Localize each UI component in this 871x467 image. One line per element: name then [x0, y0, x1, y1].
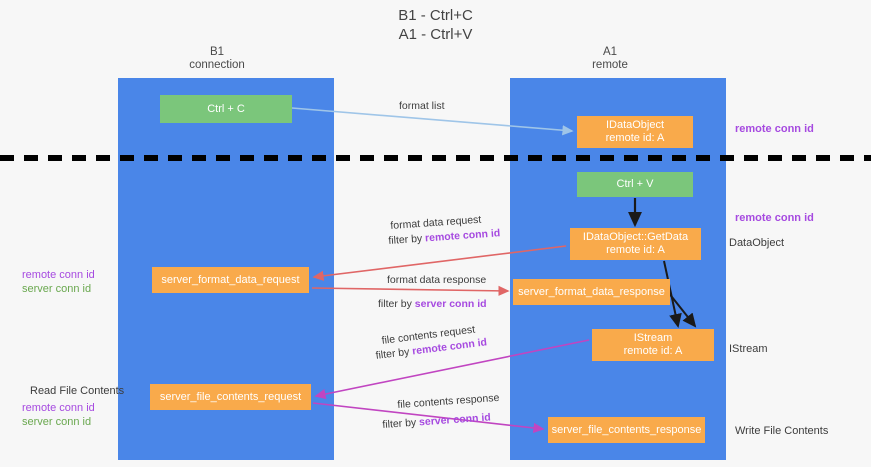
edge-label-file-contents-response: file contents response: [397, 392, 500, 412]
node-server-format-data-request-label: server_format_data_request: [161, 273, 300, 286]
node-ctrl-v[interactable]: Ctrl + V: [577, 172, 693, 197]
node-idataobject-label: IDataObject: [605, 119, 665, 131]
filter-prefix: filter by: [378, 298, 415, 310]
annotation-left-remote-conn-id-mid: remote conn id: [22, 269, 95, 281]
edge-label-file-contents-response-filter: filter by server conn id: [382, 411, 491, 432]
node-istream-label: IStream: [633, 332, 673, 344]
annotation-remote-conn-id-mid: remote conn id: [735, 212, 814, 224]
annotation-istream: IStream: [729, 343, 768, 355]
node-ctrl-c-label: Ctrl + C: [207, 102, 245, 115]
annotation-write-file-contents: Write File Contents: [735, 425, 829, 437]
phase-divider: [0, 155, 871, 161]
node-server-format-data-request[interactable]: server_format_data_request: [152, 267, 309, 293]
annotation-left-server-conn-id-mid: server conn id: [22, 283, 92, 295]
filter-prefix: filter by: [388, 232, 426, 247]
node-idataobject[interactable]: IDataObject remote id: A: [577, 116, 693, 148]
edge-label-file-contents-response-text: file contents response: [397, 391, 500, 411]
column-header-a1: A1 remote: [510, 46, 710, 72]
annotation-left-conn-ids-mid: remote conn id server conn id: [22, 268, 95, 296]
title-line-1: B1 - Ctrl+C: [398, 7, 473, 24]
annotation-read-file-contents: Read File Contents: [30, 385, 125, 397]
filter-prefix: filter by: [375, 345, 413, 362]
node-server-file-contents-response[interactable]: server_file_contents_response: [548, 417, 705, 443]
annotation-dataobject: DataObject: [729, 237, 785, 249]
column-header-a1-name: A1: [602, 46, 618, 58]
node-idataobject-sub: remote id: A: [605, 132, 665, 144]
node-istream[interactable]: IStream remote id: A: [592, 329, 714, 361]
column-header-a1-role: remote: [592, 59, 628, 71]
edge-label-format-list: format list: [399, 100, 445, 113]
filter-prefix: filter by: [382, 416, 420, 431]
node-idataobject-getdata-sub: remote id: A: [606, 244, 665, 256]
node-idataobject-getdata[interactable]: IDataObject::GetData remote id: A: [570, 228, 701, 260]
node-idataobject-getdata-label: IDataObject::GetData: [582, 231, 689, 243]
node-ctrl-c[interactable]: Ctrl + C: [160, 95, 292, 123]
annotation-left-remote-conn-id-bottom: remote conn id: [22, 402, 95, 414]
edge-label-format-data-response-text: format data response: [387, 274, 487, 286]
node-server-format-data-response-label: server_format_data_response: [518, 285, 665, 298]
node-ctrl-v-label: Ctrl + V: [616, 178, 654, 190]
annotation-left-conn-ids-bottom: remote conn id server conn id: [22, 401, 95, 429]
diagram-title: B1 - Ctrl+C A1 - Ctrl+V: [0, 6, 871, 44]
node-server-format-data-response[interactable]: server_format_data_response: [513, 279, 670, 305]
node-istream-sub: remote id: A: [623, 345, 683, 357]
node-server-file-contents-request[interactable]: server_file_contents_request: [150, 384, 311, 410]
column-header-b1-role: connection: [189, 59, 245, 71]
edge-label-format-data-response: format data response: [387, 274, 486, 287]
edge-label-format-data-response-filter: filter by server conn id: [378, 298, 487, 311]
annotation-remote-conn-id-top: remote conn id: [735, 123, 814, 135]
column-header-b1: B1 connection: [117, 46, 317, 72]
column-header-b1-name: B1: [209, 46, 225, 58]
edge-label-format-list-text: format list: [399, 100, 445, 112]
node-server-file-contents-request-label: server_file_contents_request: [159, 390, 302, 403]
filter-key-server-conn-id: server conn id: [414, 298, 487, 310]
annotation-left-server-conn-id-bottom: server conn id: [22, 416, 92, 428]
filter-key-server-conn-id: server conn id: [418, 411, 492, 429]
node-server-file-contents-response-label: server_file_contents_response: [551, 423, 702, 436]
title-line-2: A1 - Ctrl+V: [398, 26, 473, 43]
